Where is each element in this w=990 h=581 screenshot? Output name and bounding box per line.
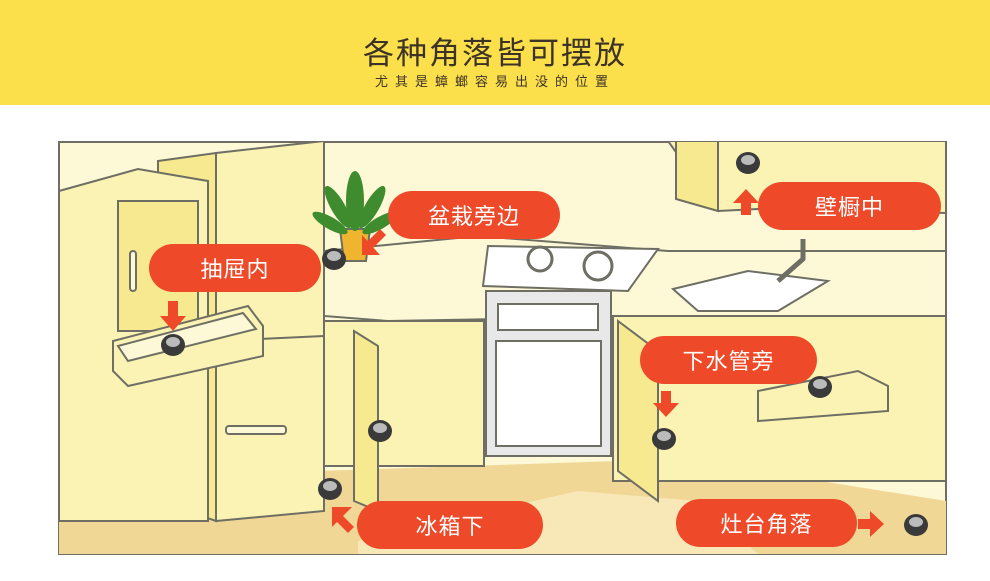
bait-trap-corner [904, 514, 928, 536]
label-stove-corner: 灶台角落 [676, 499, 857, 547]
arrow-fridge-icon [332, 507, 354, 533]
header-banner [0, 0, 990, 105]
bait-trap-cupboard [736, 152, 760, 174]
arrow-corner-icon [858, 511, 884, 537]
cabinet-door-left [353, 329, 379, 513]
faucet [776, 239, 806, 283]
sink [670, 269, 831, 312]
bait-trap-fridge [318, 478, 342, 500]
label-fridge: 冰箱下 [357, 501, 543, 549]
wall-cabinet-door [675, 141, 719, 213]
label-cupboard: 壁橱中 [758, 182, 941, 230]
plant-leaves [312, 171, 398, 235]
page-title: 各种角落皆可摆放 [363, 36, 627, 72]
lower-cabinet-left [323, 320, 485, 467]
fridge-handle [225, 425, 287, 435]
arrow-cupboard-icon [733, 189, 759, 215]
arrow-drawer-icon [160, 301, 186, 331]
stove [481, 244, 660, 293]
bait-trap-plant [322, 248, 346, 270]
arrow-plant-icon [362, 229, 386, 255]
bait-trap-sink-drawer [808, 376, 832, 398]
bait-trap-cabinet-left [368, 420, 392, 442]
label-plant: 盆栽旁边 [388, 191, 560, 239]
label-drawer: 抽屉内 [149, 244, 321, 292]
bait-trap-drawer [161, 334, 185, 356]
page-subtitle: 尤其是蟑螂容易出没的位置 [374, 75, 615, 90]
label-pipe: 下水管旁 [640, 336, 817, 384]
cabinet-handle [129, 250, 137, 292]
bait-trap-pipe [652, 428, 676, 450]
arrow-pipe-icon [653, 391, 679, 417]
